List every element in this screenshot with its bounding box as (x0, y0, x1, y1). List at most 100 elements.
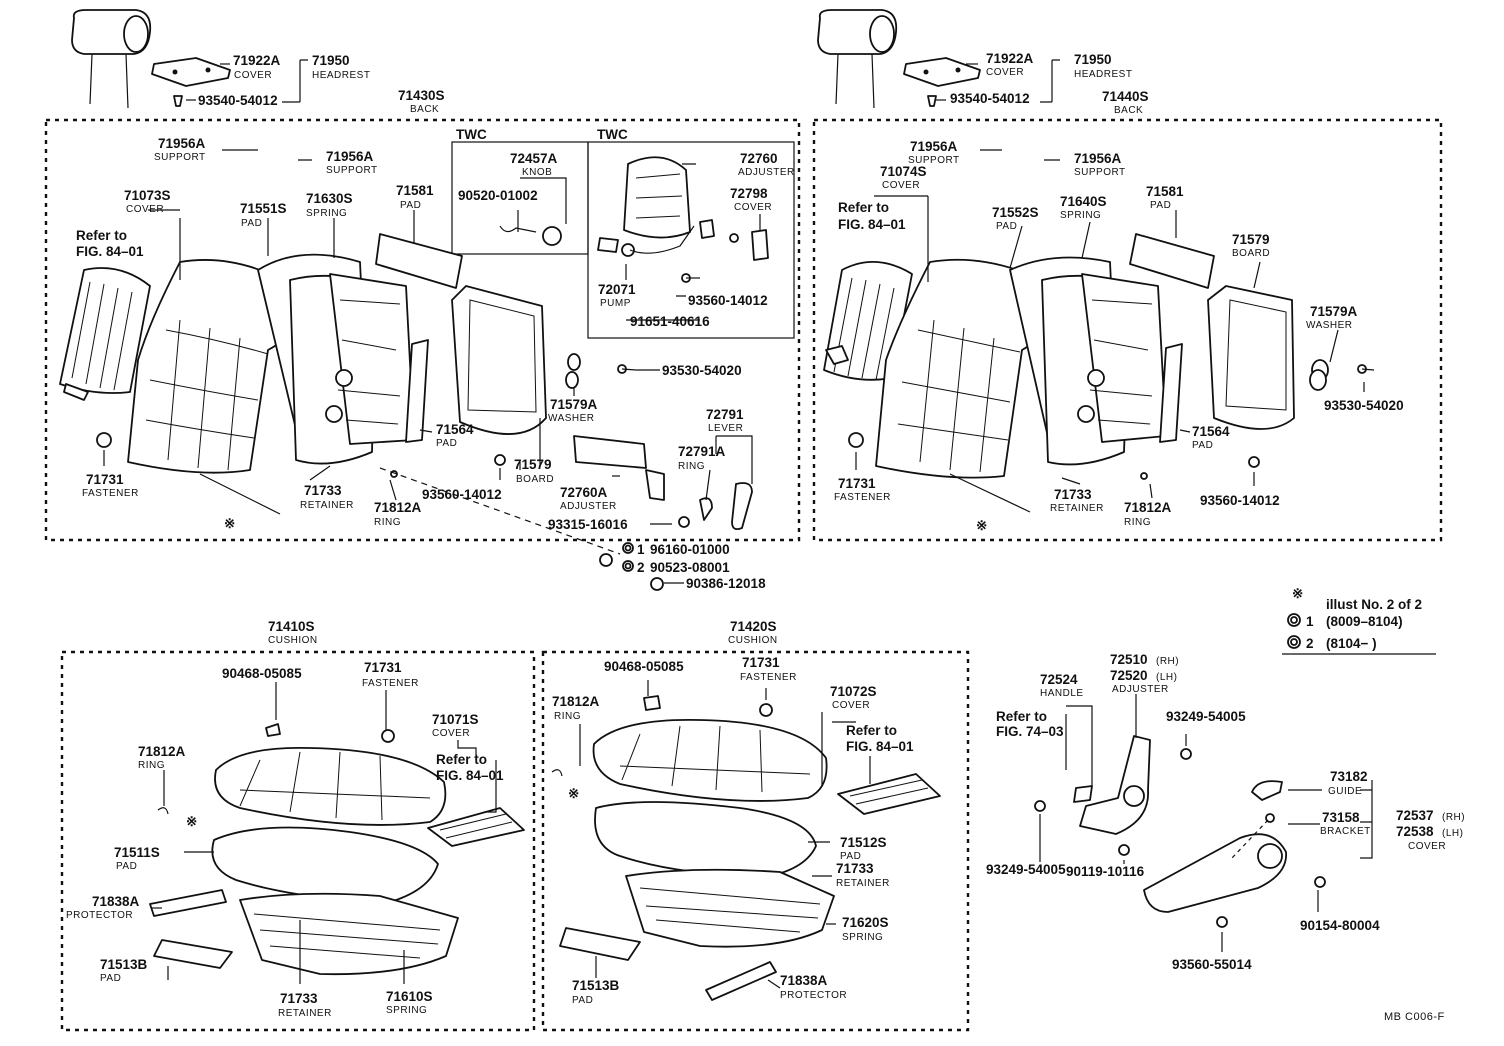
labels: 71922A COVER 71950 HEADREST 93540-54012 … (66, 51, 1465, 1023)
cushion-right-fastener-name: FASTENER (740, 672, 797, 683)
back-left-ring-b-name: RING (678, 461, 705, 472)
leader-lines (103, 59, 1436, 989)
adjuster-bolt-a-no: 93249-54005 (1166, 709, 1246, 724)
cushion-left-retainer-no: 71733 (280, 991, 318, 1006)
back-left-fastener-name: FASTENER (82, 488, 139, 499)
back-left-assy-no: 71430S (398, 88, 445, 103)
back-left-adjuster-name: ADJUSTER (738, 167, 795, 178)
cushion-left-pad-name: PAD (116, 861, 137, 872)
back-left-assy-name: BACK (410, 104, 439, 115)
cushion-right-pad-b-no: 71513B (572, 978, 620, 993)
back-right-ring-name: RING (1124, 517, 1151, 528)
back-right-support-1-no: 71956A (910, 139, 958, 154)
headrest-right-cover-no: 71922A (986, 51, 1034, 66)
back-right-fastener-name: FASTENER (834, 492, 891, 503)
cushion-left-refer-2: FIG. 84–01 (436, 768, 504, 783)
cushion-left-fastener-name: FASTENER (362, 678, 419, 689)
back-left-support-1-name: SUPPORT (154, 152, 206, 163)
back-right-bolt-no: 93560-14012 (1200, 493, 1280, 508)
headrest-left-screw-no: 93540-54012 (198, 93, 278, 108)
headrest-left-cover-no: 71922A (233, 53, 281, 68)
adjuster-bracket-name: BRACKET (1320, 826, 1371, 837)
headrest-right-cover-name: COVER (986, 67, 1024, 78)
back-right-support-2-name: SUPPORT (1074, 167, 1126, 178)
back-right-board-name: BOARD (1232, 248, 1270, 259)
back-left-pump-name: PUMP (600, 298, 631, 309)
adjuster-lh-tag: (LH) (1156, 672, 1177, 683)
back-right-refer-2: FIG. 84–01 (838, 217, 906, 232)
legend-note-mark: ※ (1292, 586, 1303, 601)
cushion-left-pad-no: 71511S (114, 845, 160, 860)
back-left-cover-b-name: COVER (734, 202, 772, 213)
back-right-cover-no: 71074S (880, 164, 927, 179)
back-left-screw-b-no: 93530-54020 (662, 363, 742, 378)
back-left-illustration (59, 156, 769, 591)
back-left-retainer-no: 71733 (304, 483, 342, 498)
cushion-right-refer-2: FIG. 84–01 (846, 739, 914, 754)
cushion-left-note-mark: ※ (186, 814, 197, 829)
back-left-fastener-no: 71731 (86, 472, 124, 487)
back-right-pad-b-name: PAD (1150, 200, 1171, 211)
back-left-pad-a-no: 71551S (240, 201, 287, 216)
back-right-retainer-no: 71733 (1054, 487, 1092, 502)
cushion-left-protector-no: 71838A (92, 894, 140, 909)
back-left-cover-b-no: 72798 (730, 186, 768, 201)
back-right-washer-name: WASHER (1306, 320, 1353, 331)
back-right-pad-b-no: 71581 (1146, 184, 1184, 199)
back-left-pad-c-name: PAD (436, 438, 457, 449)
adjuster-bolt-c-no: 90119-10116 (1066, 864, 1145, 879)
cushion-right-illustration (551, 695, 941, 1001)
back-left-pad-b-name: PAD (400, 200, 421, 211)
back-left-support-1-no: 71956A (158, 136, 206, 151)
cushion-left-cover-no: 71071S (432, 712, 479, 727)
cushion-right-pad-no: 71512S (840, 835, 887, 850)
adjuster-screw-a-no: 90154-80004 (1300, 918, 1380, 933)
back-left-adjuster-b-no: 72760A (560, 485, 608, 500)
back-left-ring-no: 71812A (374, 500, 422, 515)
cushion-left-box (60, 650, 536, 1032)
back-left-retainer-name: RETAINER (300, 500, 354, 511)
headrest-right-headrest-no: 71950 (1074, 52, 1112, 67)
back-left-knob-name: KNOB (522, 167, 552, 178)
cushion-left-illustration (149, 723, 525, 976)
back-left-note-mark: ※ (224, 516, 235, 531)
back-right-spring-name: SPRING (1060, 210, 1101, 221)
adjuster-cover-rh-tag: (RH) (1442, 812, 1465, 823)
back-right-pad-a-no: 71552S (992, 205, 1039, 220)
legend-item2-text: (8104− ) (1326, 636, 1377, 651)
back-left-cover-name: COVER (126, 204, 164, 215)
back-right-screw-no: 93530-54020 (1324, 398, 1404, 413)
back-right-assy-no: 71440S (1102, 89, 1149, 104)
adjuster-illustration (1034, 735, 1326, 928)
back-right-board-no: 71579 (1232, 232, 1270, 247)
cushion-left-retainer-name: RETAINER (278, 1008, 332, 1019)
adjuster-cover-lh-no: 72538 (1396, 824, 1434, 839)
cushion-right-cover-name: COVER (832, 700, 870, 711)
adjuster-handle-name: HANDLE (1040, 688, 1084, 699)
back-right-illustration (823, 233, 1375, 513)
cushion-right-spring-name: SPRING (842, 932, 883, 943)
headrest-right-screw-no: 93540-54012 (950, 91, 1030, 106)
back-right-pad-c-name: PAD (1192, 440, 1213, 451)
back-left-clamp-no: 91651-40616 (630, 314, 710, 329)
adjuster-cover-rh-no: 72537 (1396, 808, 1434, 823)
back-left-support-2-no: 71956A (326, 149, 374, 164)
back-left-refer-1: Refer to (76, 228, 127, 243)
headrest-left-headrest-no: 71950 (312, 53, 350, 68)
back-left-board-no: 71579 (514, 457, 552, 472)
cushion-right-retainer-name: RETAINER (836, 878, 890, 889)
back-right-support-1-name: SUPPORT (908, 155, 960, 166)
misc-opt1-mark: 1 (637, 542, 645, 557)
cushion-left-assy-name: CUSHION (268, 635, 318, 646)
cushion-right-pad-name: PAD (840, 851, 861, 862)
legend-item2-mark: 2 (1306, 636, 1314, 651)
back-right-refer-1: Refer to (838, 200, 889, 215)
back-right-washer-no: 71579A (1310, 304, 1358, 319)
cushion-right-box (541, 650, 970, 1032)
misc-opt2-mark: 2 (637, 560, 645, 575)
back-right-pad-c-no: 71564 (1192, 424, 1230, 439)
cushion-left-fastener-no: 71731 (364, 660, 402, 675)
adjuster-refer-2: FIG. 74–03 (996, 724, 1064, 739)
cushion-left-cover-name: COVER (432, 728, 470, 739)
back-left-washer-no: 71579A (550, 397, 598, 412)
